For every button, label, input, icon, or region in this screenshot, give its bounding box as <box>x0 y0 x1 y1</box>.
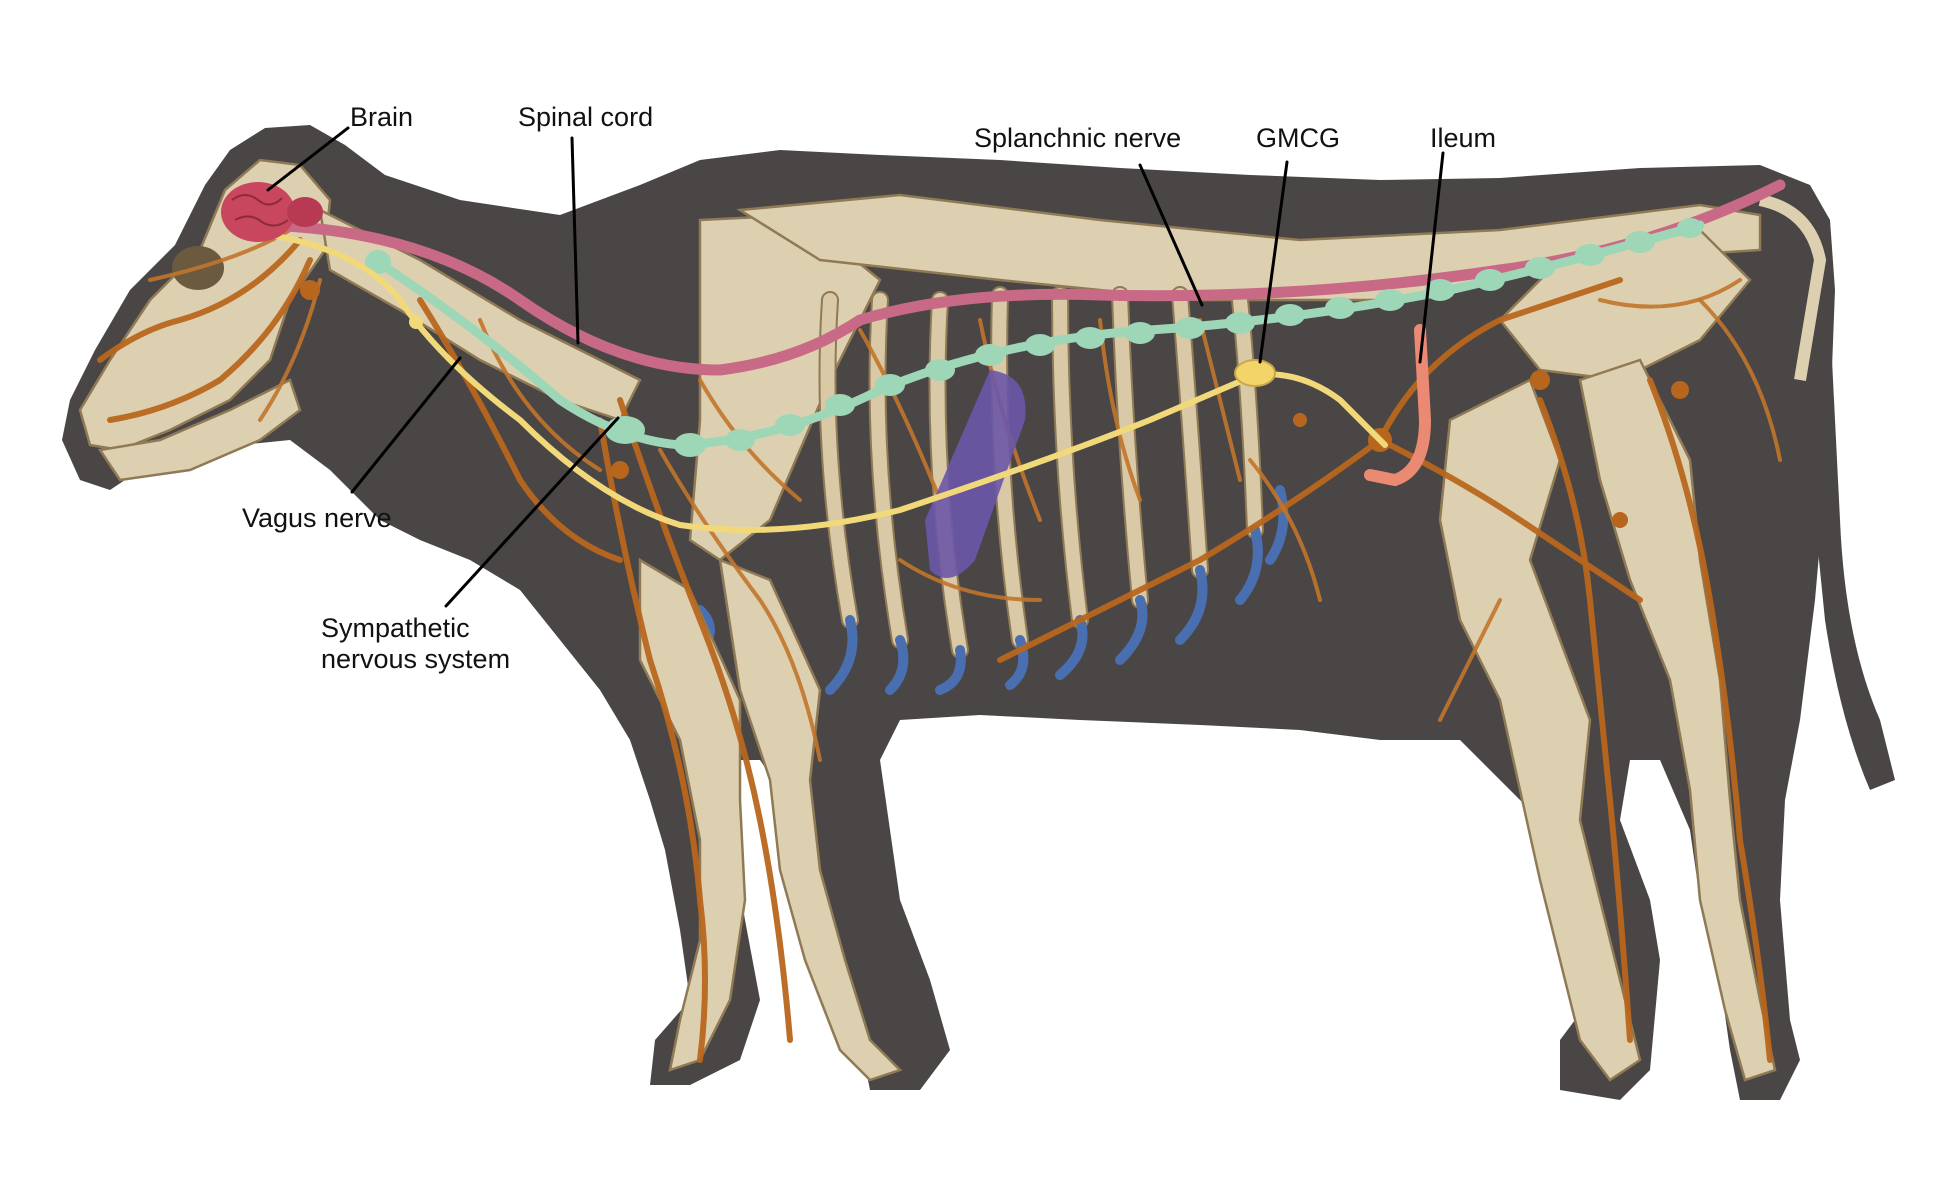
costal-cartilages <box>655 485 1289 695</box>
leader-lines <box>266 126 1445 608</box>
spinal-cord-leader <box>570 136 580 345</box>
vagus-ganglion <box>409 315 423 329</box>
ileum-organ <box>1364 324 1432 487</box>
brain-organ <box>221 182 323 242</box>
ileum-leader <box>1418 151 1445 364</box>
sympathetic-chain <box>365 218 1705 457</box>
jaw <box>97 378 302 482</box>
sympathetic-nervous-system-leader <box>444 416 620 608</box>
label-ileum: Ileum <box>1430 123 1496 153</box>
peripheral-nerve-network <box>97 228 1782 1063</box>
splanchnic-nerve-leader <box>1138 163 1204 307</box>
label-splanchnic-nerve: Splanchnic nerve <box>974 123 1181 153</box>
label-spinal-cord: Spinal cord <box>518 102 653 132</box>
brain-leader <box>266 126 350 192</box>
front-leg-bones-far <box>638 557 747 1072</box>
labels: Brain Spinal cord Splanchnic nerve GMCG … <box>242 102 1496 674</box>
front-leg-bones <box>718 558 903 1082</box>
tail-vertebrae <box>1758 194 1827 381</box>
label-sympathetic-line2: nervous system <box>321 644 510 674</box>
gmcg-ganglion <box>1234 359 1276 387</box>
spleen <box>925 370 1026 578</box>
spinal-cord <box>259 179 1786 376</box>
label-brain: Brain <box>350 102 413 132</box>
gmcg-leader <box>1258 160 1289 364</box>
label-sympathetic-line1: Sympathetic <box>321 613 470 643</box>
vagus-nerve-leader <box>350 356 462 494</box>
hind-leg-bones <box>1438 378 1642 1082</box>
label-vagus-nerve: Vagus nerve <box>242 503 392 533</box>
label-gmcg: GMCG <box>1256 123 1340 153</box>
